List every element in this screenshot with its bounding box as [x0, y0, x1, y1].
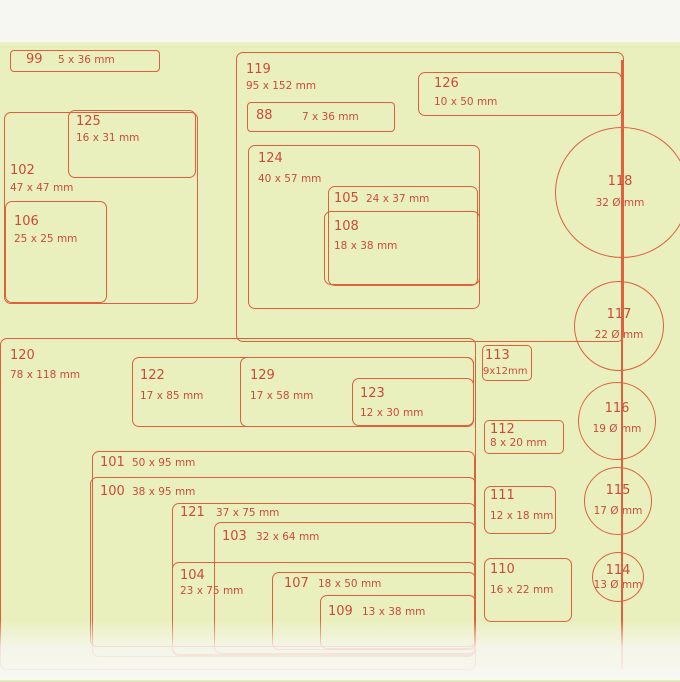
label-113: 113 — [485, 348, 510, 363]
label-109: 109 — [328, 604, 353, 619]
frame-99 — [10, 50, 160, 72]
frame-102 — [4, 112, 198, 304]
frame-112 — [484, 420, 564, 454]
circle-118 — [555, 127, 680, 258]
label-115: 115 — [605, 483, 631, 498]
label-104: 104 — [180, 568, 205, 583]
frame-125 — [68, 110, 196, 178]
size-121: 37 x 75 mm — [216, 507, 280, 519]
size-122: 17 x 85 mm — [140, 390, 204, 402]
size-124: 40 x 57 mm — [258, 173, 322, 185]
frame-106 — [5, 201, 107, 303]
label-106: 106 — [14, 214, 39, 229]
size-113: 9x12mm — [483, 366, 528, 377]
template-sheet — [0, 42, 680, 682]
frame-105 — [328, 186, 478, 286]
label-129: 129 — [250, 368, 275, 383]
label-105: 105 — [334, 191, 359, 206]
size-88: 7 x 36 mm — [302, 111, 359, 123]
size-105: 24 x 37 mm — [366, 193, 430, 205]
size-120: 78 x 118 mm — [10, 369, 81, 381]
size-108: 18 x 38 mm — [334, 240, 398, 252]
label-112: 112 — [490, 422, 515, 437]
plastic-wrap — [0, 620, 680, 680]
label-88: 88 — [256, 108, 273, 123]
label-122: 122 — [140, 368, 165, 383]
size-126: 10 x 50 mm — [434, 96, 498, 108]
frame-113 — [482, 345, 532, 381]
size-114: 13 Ø mm — [593, 579, 643, 591]
label-114: 114 — [605, 563, 631, 578]
label-116: 116 — [604, 401, 630, 416]
label-117: 117 — [606, 307, 632, 322]
size-119: 95 x 152 mm — [246, 80, 317, 92]
size-123: 12 x 30 mm — [360, 407, 424, 419]
size-111: 12 x 18 mm — [490, 510, 554, 522]
circle-117 — [574, 281, 664, 371]
size-112: 8 x 20 mm — [490, 437, 547, 449]
label-100: 100 — [100, 484, 125, 499]
circle-116 — [578, 382, 656, 460]
label-121: 121 — [180, 505, 205, 520]
size-103: 32 x 64 mm — [256, 531, 320, 543]
size-99: 5 x 36 mm — [58, 54, 115, 66]
size-110: 16 x 22 mm — [490, 584, 554, 596]
sheet-top-edge — [0, 42, 680, 48]
frame-111 — [484, 486, 556, 534]
label-110: 110 — [490, 562, 515, 577]
label-111: 111 — [490, 488, 515, 503]
label-120: 120 — [10, 348, 35, 363]
size-100: 38 x 95 mm — [132, 486, 196, 498]
label-123: 123 — [360, 386, 385, 401]
size-117: 22 Ø mm — [594, 329, 644, 341]
label-102: 102 — [10, 163, 35, 178]
frame-88 — [247, 102, 395, 132]
size-118: 32 Ø mm — [595, 197, 645, 209]
label-101: 101 — [100, 455, 125, 470]
size-107: 18 x 50 mm — [318, 578, 382, 590]
label-103: 103 — [222, 529, 247, 544]
size-116: 19 Ø mm — [592, 423, 642, 435]
size-109: 13 x 38 mm — [362, 606, 426, 618]
label-99: 99 — [26, 52, 43, 67]
label-107: 107 — [284, 576, 309, 591]
size-129: 17 x 58 mm — [250, 390, 314, 402]
label-119: 119 — [246, 62, 271, 77]
frame-108 — [324, 211, 480, 285]
circle-115 — [584, 467, 652, 535]
label-118: 118 — [607, 174, 633, 189]
label-108: 108 — [334, 219, 359, 234]
size-106: 25 x 25 mm — [14, 233, 78, 245]
size-104: 23 x 75 mm — [180, 585, 244, 597]
size-125: 16 x 31 mm — [76, 132, 140, 144]
label-126: 126 — [434, 76, 459, 91]
label-125: 125 — [76, 114, 101, 129]
size-101: 50 x 95 mm — [132, 457, 196, 469]
label-124: 124 — [258, 151, 283, 166]
frame-123 — [352, 378, 474, 426]
circle-114 — [592, 552, 644, 602]
size-102: 47 x 47 mm — [10, 182, 74, 194]
size-115: 17 Ø mm — [593, 505, 643, 517]
